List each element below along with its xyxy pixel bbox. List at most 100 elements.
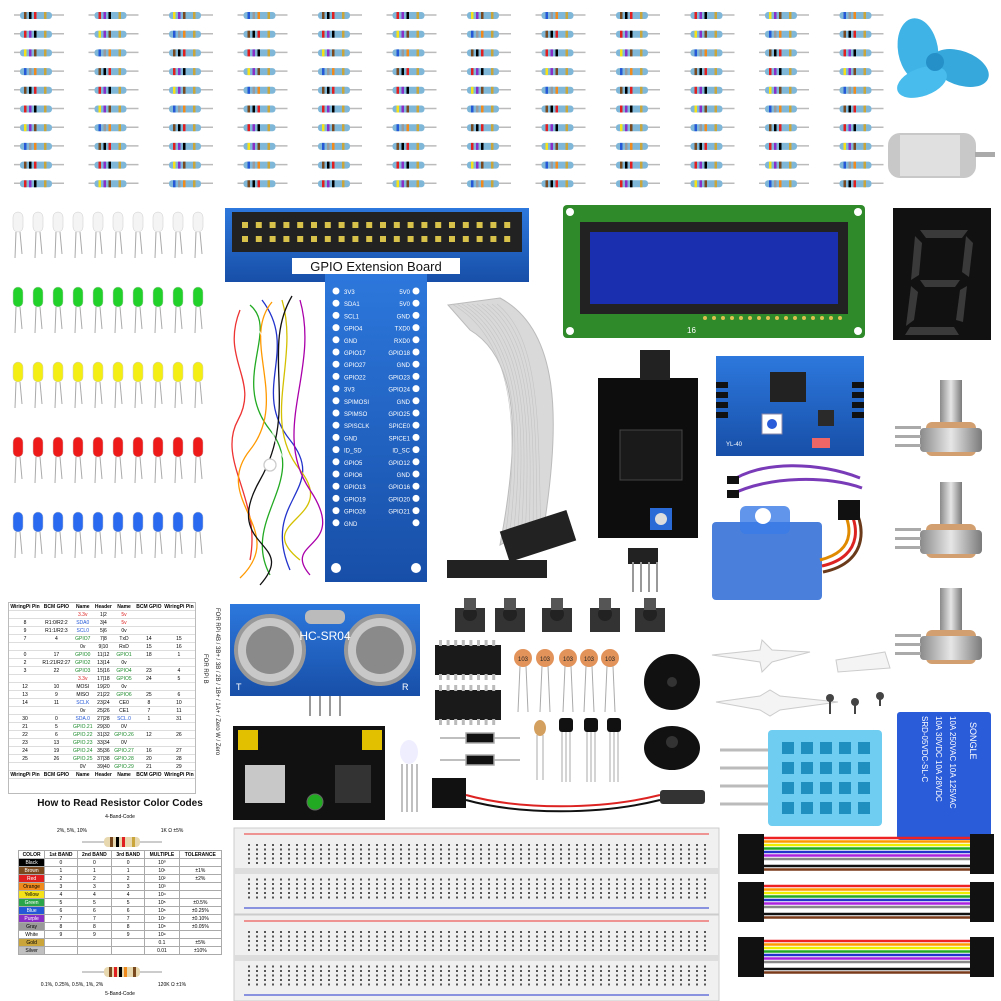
resistor: [14, 68, 64, 76]
pin-table-cell: Name: [71, 603, 94, 611]
resistor: [610, 161, 660, 169]
gpio-right-pin: GPIO24: [388, 388, 410, 394]
pin-table-cell: 29: [162, 762, 195, 771]
resistor: [14, 30, 64, 38]
resistor: [237, 86, 288, 94]
breadboard: [233, 827, 720, 915]
resistor: [610, 68, 660, 76]
resistor: [833, 105, 884, 113]
resistor: [535, 161, 586, 169]
resistor: [88, 180, 139, 188]
resistor: [759, 105, 809, 113]
resistor: [610, 49, 660, 57]
band4-label: 4-Band-Code: [105, 814, 135, 820]
color-table-cell: ±0.10%: [178, 914, 223, 923]
color-name-cell: Green: [17, 898, 46, 907]
color-name-cell: Orange: [17, 882, 46, 891]
pin-table-cell: [134, 738, 163, 747]
pin-table-cell: 5: [41, 722, 72, 731]
led: [192, 211, 204, 259]
pin-table-cell: 5v: [113, 610, 135, 619]
pin-table-cell: 11: [41, 698, 72, 707]
led: [172, 511, 184, 559]
resistor: [386, 161, 437, 169]
color-table-cell: 8: [76, 922, 113, 931]
pin-table-cell: 5: [162, 674, 195, 683]
pin-table-cell: [9, 610, 42, 619]
pin-table-cell: 0V: [71, 762, 94, 771]
pin-table-cell: 0v: [113, 658, 135, 667]
ribbon-cable: [447, 297, 577, 578]
pin-table-cell: 13|14: [93, 658, 114, 667]
lcd-1602: 16: [563, 205, 865, 338]
resistor: [759, 86, 809, 94]
color-table-cell: COLOR: [17, 850, 46, 859]
led: [32, 211, 44, 259]
gpio-left-pin: ID_SD: [344, 449, 362, 455]
resistor: [312, 124, 362, 132]
pin-table-cell: [134, 722, 163, 731]
gpio-left-pin: 3V3: [344, 290, 355, 296]
resistor: [88, 86, 139, 94]
color-table-cell: 0: [76, 858, 113, 867]
pin-table-cell: GPIO.21: [71, 722, 94, 731]
pin-table-cell: GPIO5: [113, 674, 135, 683]
pin-table-cell: GPIO2: [71, 658, 94, 667]
pin-table-cell: 26: [162, 730, 195, 739]
resistor: [14, 161, 64, 169]
pin-table-cell: 12: [9, 682, 42, 691]
pin-table-cell: 1|2: [93, 610, 114, 619]
pin-table-cell: SCL.0: [113, 714, 135, 723]
resistor: [88, 49, 139, 57]
led: [112, 511, 124, 559]
resistor: [163, 142, 213, 150]
color-name-cell: Silver: [17, 946, 46, 955]
gpio-right-pin: TXD0: [395, 327, 411, 333]
pin-table-cell: 28: [162, 754, 195, 763]
color-table-cell: 8: [111, 922, 146, 931]
resistor: [833, 180, 884, 188]
gpio-right-pin: GPIO23: [388, 375, 410, 381]
color-table-cell: 4: [44, 890, 78, 899]
pin-table-cell: 25: [9, 754, 42, 763]
resistor: [237, 142, 288, 150]
pin-table-cell: SDA.0: [71, 714, 94, 723]
pin-table-cell: BCM GPIO: [41, 603, 72, 611]
color-table-cell: 2: [111, 874, 146, 883]
led: [192, 436, 204, 484]
board-title: GPIO Extension Board: [310, 259, 442, 274]
pin-table-cell: 1: [134, 714, 163, 723]
resistor: [833, 12, 884, 19]
resistor: [312, 30, 362, 38]
tactile-button: [590, 598, 620, 632]
resistor: [386, 124, 437, 132]
resistor: [163, 30, 213, 38]
lcd-pin-label: 16: [687, 326, 696, 335]
color-name-cell: Black: [17, 858, 46, 867]
led: [52, 436, 64, 484]
pin-table-cell: 19|20: [93, 682, 114, 691]
jumper-wires: [231, 295, 324, 586]
pin-table-cell: 33|34: [93, 738, 114, 747]
pin-table-cell: [9, 642, 42, 651]
led: [172, 286, 184, 334]
capacitor-code: 103: [563, 657, 574, 663]
pin-table-cell: 15: [162, 634, 195, 643]
pin-table-cell: 24: [9, 746, 42, 755]
resistor: [237, 12, 288, 19]
gpio-left-pin: GPIO22: [344, 375, 366, 381]
gpio-left-pin: GPIO13: [344, 485, 366, 491]
led: [152, 511, 164, 559]
resistor: [684, 124, 735, 132]
led: [172, 436, 184, 484]
pin-table-cell: 14: [134, 634, 163, 643]
